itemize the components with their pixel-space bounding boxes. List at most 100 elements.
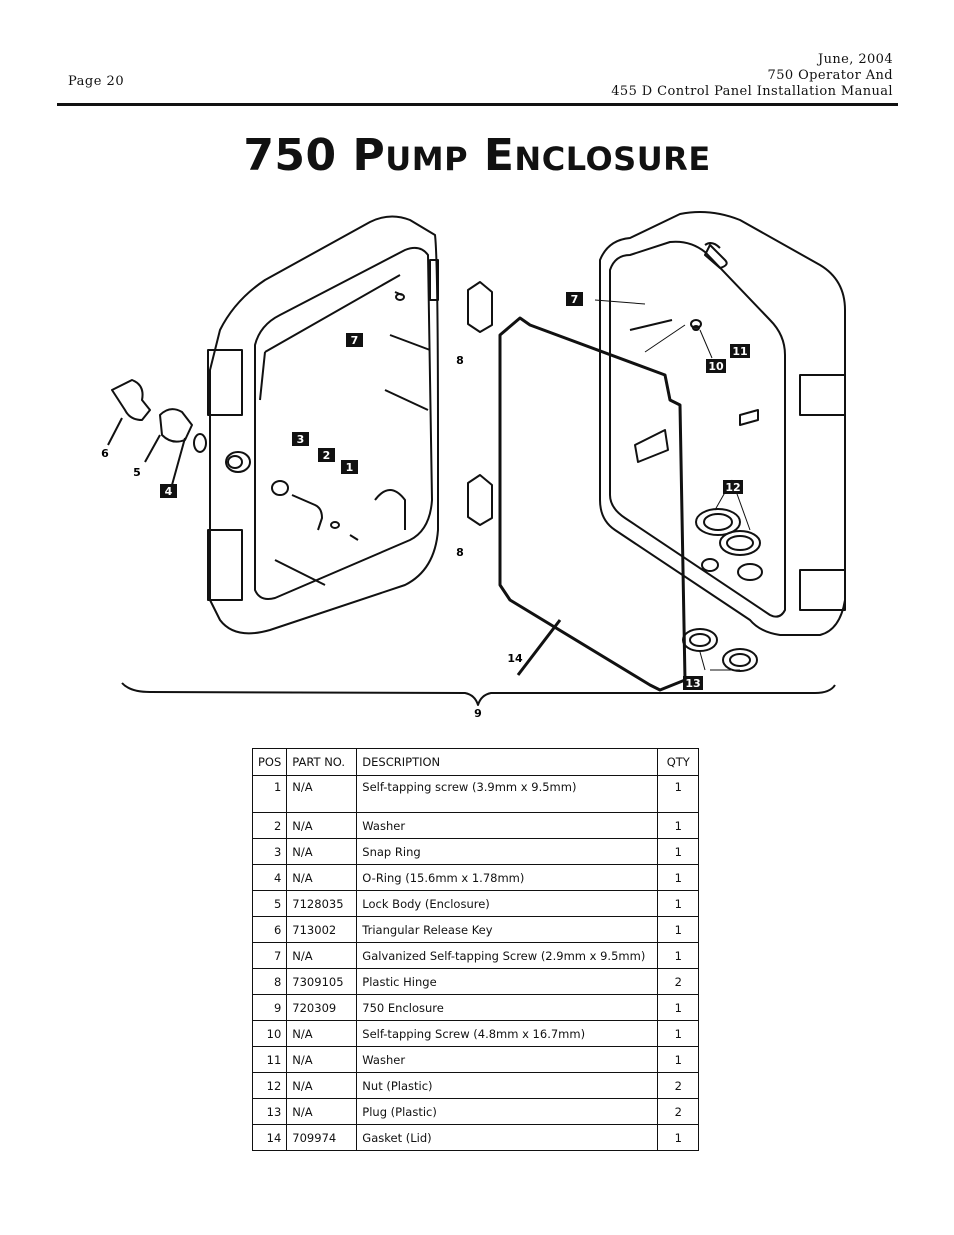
callout-1: 1: [341, 460, 358, 474]
cell-part-no: 720309: [286, 994, 358, 1021]
cell-pos: 6: [251, 916, 288, 943]
page-title: 750 PUMP ENCLOSURE: [0, 130, 954, 181]
cell-pos: 5: [251, 890, 288, 917]
cell-qty: 1: [657, 838, 700, 865]
cell-pos: 7: [251, 942, 288, 969]
cell-qty: 1: [657, 1046, 700, 1073]
cell-description: Nut (Plastic): [356, 1072, 659, 1099]
page-number: Page 20: [68, 74, 125, 89]
cell-description: Self-tapping Screw (4.8mm x 16.7mm): [356, 1020, 659, 1047]
cell-qty: 1: [657, 812, 700, 839]
cell-description: Washer: [356, 1046, 659, 1073]
callout-11: 11: [730, 344, 750, 358]
cell-part-no: 7128035: [286, 890, 358, 917]
callout-8-top: 8: [456, 354, 464, 367]
cell-part-no: N/A: [286, 942, 358, 969]
enclosure-lid-drawing: [599, 211, 846, 672]
callout-1-label: 1: [346, 461, 354, 474]
cell-qty: 2: [657, 968, 700, 995]
cell-pos: 3: [251, 838, 288, 865]
cell-pos: 14: [251, 1124, 288, 1151]
cell-pos: 8: [251, 968, 288, 995]
cell-description: Triangular Release Key: [356, 916, 659, 943]
cell-description: Snap Ring: [356, 838, 659, 865]
cell-qty: 1: [657, 994, 700, 1021]
cell-part-no: 7309105: [286, 968, 358, 995]
header-line-3: 455 D Control Panel Installation Manual: [611, 84, 893, 99]
title-number: 750: [243, 130, 337, 181]
cell-part-no: N/A: [286, 812, 358, 839]
cell-qty: 1: [657, 1124, 700, 1151]
cell-description: Lock Body (Enclosure): [356, 890, 659, 917]
callout-13: 13: [683, 676, 703, 690]
cell-pos: 10: [251, 1020, 288, 1047]
exploded-view-drawing: 1 2 3 4 5 6 7 7 8 8 9 10 11 12 13 14: [101, 211, 846, 720]
col-part-no: PART NO.: [286, 748, 358, 776]
cell-qty: 1: [657, 942, 700, 969]
enclosure-body-drawing: [207, 215, 439, 635]
col-qty: QTY: [657, 748, 700, 776]
cell-part-no: N/A: [286, 864, 358, 891]
cell-qty: 1: [657, 864, 700, 891]
header-date: June, 2004: [818, 52, 893, 67]
callout-4-label: 4: [165, 485, 173, 498]
cell-part-no: N/A: [286, 1072, 358, 1099]
cell-pos: 11: [251, 1046, 288, 1073]
callout-10: 10: [706, 359, 726, 373]
callout-8-bottom: 8: [456, 546, 464, 559]
cell-qty: 1: [657, 775, 700, 813]
callout-7-left-label: 7: [351, 334, 359, 347]
cell-part-no: N/A: [286, 1098, 358, 1125]
cell-description: Washer: [356, 812, 659, 839]
title-e: E: [483, 130, 515, 181]
cell-pos: 1: [251, 775, 288, 813]
cell-pos: 2: [251, 812, 288, 839]
cell-description: O-Ring (15.6mm x 1.78mm): [356, 864, 659, 891]
title-nclosure: NCLOSURE: [514, 140, 711, 178]
cell-pos: 12: [251, 1072, 288, 1099]
callout-5: 5: [133, 466, 141, 479]
callout-3-label: 3: [297, 433, 305, 446]
callout-7-left: 7: [346, 333, 363, 347]
cell-part-no: 713002: [286, 916, 358, 943]
table-header-row: POS PART NO. DESCRIPTION QTY: [251, 748, 700, 776]
cell-part-no: N/A: [286, 838, 358, 865]
cell-description: Plug (Plastic): [356, 1098, 659, 1125]
cell-qty: 2: [657, 1098, 700, 1125]
callout-10-label: 10: [708, 360, 724, 373]
gasket-drawing: [498, 316, 687, 692]
cell-qty: 1: [657, 890, 700, 917]
callout-6: 6: [101, 447, 109, 460]
callout-12-label: 12: [725, 481, 740, 494]
callout-2-label: 2: [323, 449, 331, 462]
cell-pos: 9: [251, 994, 288, 1021]
cell-description: Self-tapping screw (3.9mm x 9.5mm): [356, 775, 659, 813]
header-line-2: 750 Operator And: [767, 68, 893, 83]
cell-pos: 13: [251, 1098, 288, 1125]
callout-14: 14: [507, 652, 523, 665]
lock-parts-drawing: [107, 379, 207, 486]
cell-part-no: 709974: [286, 1124, 358, 1151]
callout-7-right: 7: [566, 292, 583, 306]
cell-part-no: N/A: [286, 775, 358, 813]
cell-description: Plastic Hinge: [356, 968, 659, 995]
cell-description: Gasket (Lid): [356, 1124, 659, 1151]
callout-7-right-label: 7: [571, 293, 579, 306]
header-rule: [57, 103, 898, 106]
hinge-drawing: [467, 281, 493, 526]
